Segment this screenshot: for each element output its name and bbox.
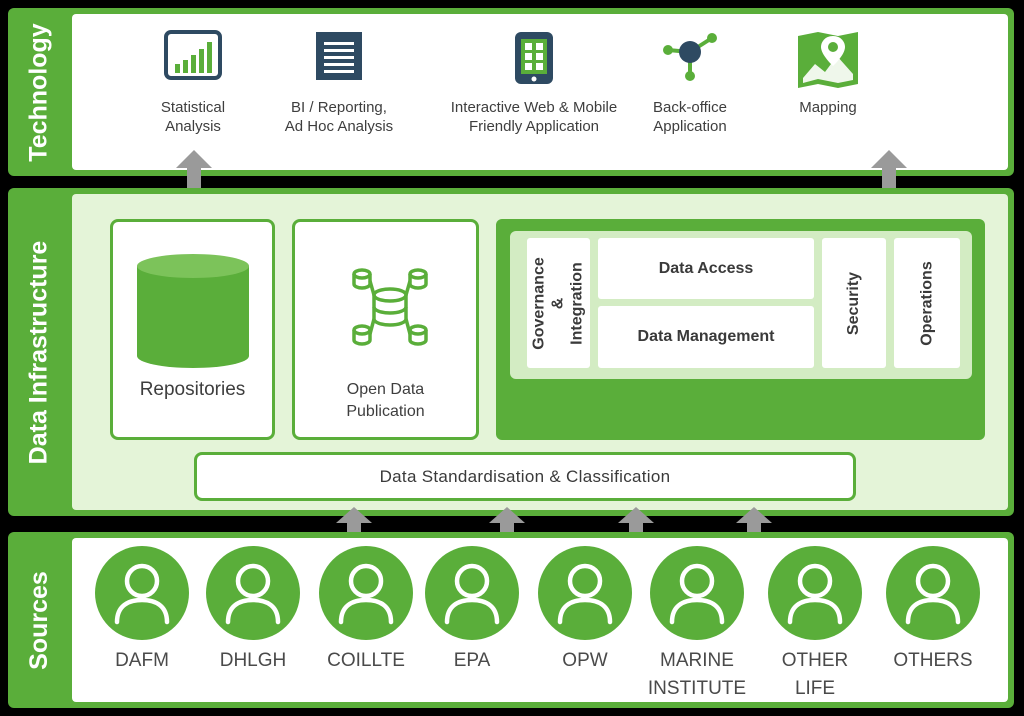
source-label: EPA [453,650,491,671]
tech-web-mobile[interactable]: Interactive Web & Mobile Friendly Applic… [434,30,634,136]
user-avatar-icon [768,546,862,640]
tech-label: Back-office Application [653,99,727,135]
repositories-box[interactable]: Repositories [110,219,275,440]
database-network-icon [352,268,428,346]
source-item[interactable]: COILLTE [296,546,436,675]
data-access-cell[interactable]: Data Access [598,238,814,299]
source-label: DHLGH [219,650,287,671]
sources-band-label: Sources [24,570,53,670]
technology-band-label: Technology [24,22,53,162]
source-item[interactable]: OTHERS [863,546,1003,675]
governance-integration-cell[interactable]: Governance & Integration [527,238,590,368]
repositories-label: Repositories [139,379,246,400]
infrastructure-band-label: Data Infrastructure [24,240,53,464]
map-pin-icon [798,32,858,88]
security-cell[interactable]: Security [822,238,886,368]
source-item[interactable]: OTHER LIFE [745,546,885,703]
source-item[interactable]: DHLGH [183,546,323,675]
data-standardisation-bar[interactable]: Data Standardisation & Classification [194,452,856,501]
tech-bi-reporting[interactable]: BI / Reporting, Ad Hoc Analysis [239,30,439,136]
up-arrow-icon [489,507,525,537]
bar-chart-icon [164,30,222,80]
tech-label: Interactive Web & Mobile Friendly Applic… [450,99,618,135]
source-item[interactable]: DAFM [72,546,212,675]
tech-label: Mapping [799,99,857,116]
user-avatar-icon [650,546,744,640]
source-label: MARINE INSTITUTE [647,650,747,699]
user-avatar-icon [886,546,980,640]
user-avatar-icon [206,546,300,640]
source-item[interactable]: OPW [515,546,655,675]
operations-cell[interactable]: Operations [894,238,960,368]
database-cylinder-icon [137,254,249,368]
report-document-icon [316,32,362,80]
up-arrow-icon [618,507,654,537]
tech-back-office[interactable]: Back-office Application [590,30,790,136]
source-label: OTHER LIFE [781,650,849,699]
mobile-app-icon [515,32,553,84]
source-item[interactable]: MARINE INSTITUTE [627,546,767,703]
user-avatar-icon [425,546,519,640]
user-avatar-icon [95,546,189,640]
tech-label: Statistical Analysis [160,99,226,135]
user-avatar-icon [319,546,413,640]
tech-statistical-analysis[interactable]: Statistical Analysis [93,30,293,136]
source-label: OTHERS [893,650,973,671]
user-avatar-icon [538,546,632,640]
data-management-cell[interactable]: Data Management [598,306,814,368]
tech-mapping[interactable]: Mapping [728,30,928,117]
governance-panel: Governance & Integration Data Access Dat… [496,219,985,440]
tech-label: BI / Reporting, Ad Hoc Analysis [284,99,394,135]
up-arrow-icon [736,507,772,537]
open-data-label: Open Data Publication [346,381,425,420]
source-label: COILLTE [327,650,405,671]
open-data-box[interactable]: Open Data Publication [292,219,479,440]
source-label: OPW [562,650,608,671]
governance-inner-panel: Governance & Integration Data Access Dat… [510,231,972,379]
source-label: DAFM [115,650,169,671]
source-item[interactable]: EPA [402,546,542,675]
network-node-icon [663,33,717,81]
up-arrow-icon [336,507,372,537]
